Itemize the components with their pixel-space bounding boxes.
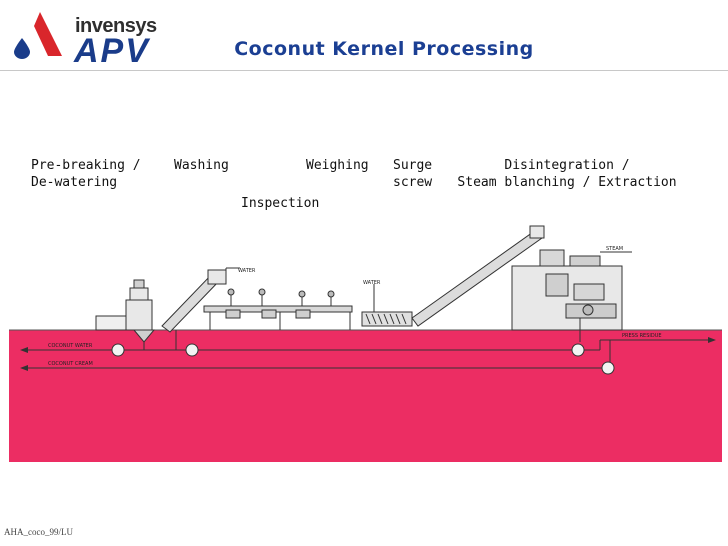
logo-wordmark-invensys: invensys xyxy=(75,15,157,37)
pump-2-icon xyxy=(185,343,199,357)
coconut-water-label: COCONUT WATER xyxy=(48,343,93,349)
stage-label-weighing: Weighing xyxy=(306,158,369,173)
prebreaker-machine xyxy=(95,279,156,343)
surge-screw xyxy=(361,284,413,327)
stage-label-inspection: Inspection xyxy=(241,196,320,211)
header-divider xyxy=(0,70,728,71)
logo-wordmark-apv: APV xyxy=(74,32,150,70)
stage-label-surge-screw: Surge screw xyxy=(393,158,433,190)
stage-label-prebreaking: Pre-breaking / De-watering xyxy=(31,158,141,190)
press-residue-label: PRESS RESIDUE xyxy=(622,333,662,339)
stage-label-disintegration: Disintegration / Steam blanching / Extra… xyxy=(457,158,677,190)
steam-label: STEAM xyxy=(606,246,623,252)
floor-area xyxy=(9,330,722,462)
coconut-cream-label: COCONUT CREAM xyxy=(48,361,93,367)
washing-elevator xyxy=(161,267,240,333)
water-label-1: WATER xyxy=(238,268,256,274)
stage-label-washing: Washing xyxy=(174,158,229,173)
page-title: Coconut Kernel Processing xyxy=(234,38,534,60)
inspection-conveyor xyxy=(203,288,353,330)
company-logo: invensys APV xyxy=(12,8,157,70)
pump-4-icon xyxy=(601,361,615,375)
footer-reference: AHA_coco_99/LU xyxy=(4,527,73,537)
water-label-2: WATER xyxy=(363,280,381,286)
pump-1-icon xyxy=(111,343,125,357)
apv-logo-icon xyxy=(14,12,62,59)
pump-3-icon xyxy=(571,343,585,357)
extraction-unit xyxy=(511,249,632,342)
incline-conveyor xyxy=(411,225,545,327)
